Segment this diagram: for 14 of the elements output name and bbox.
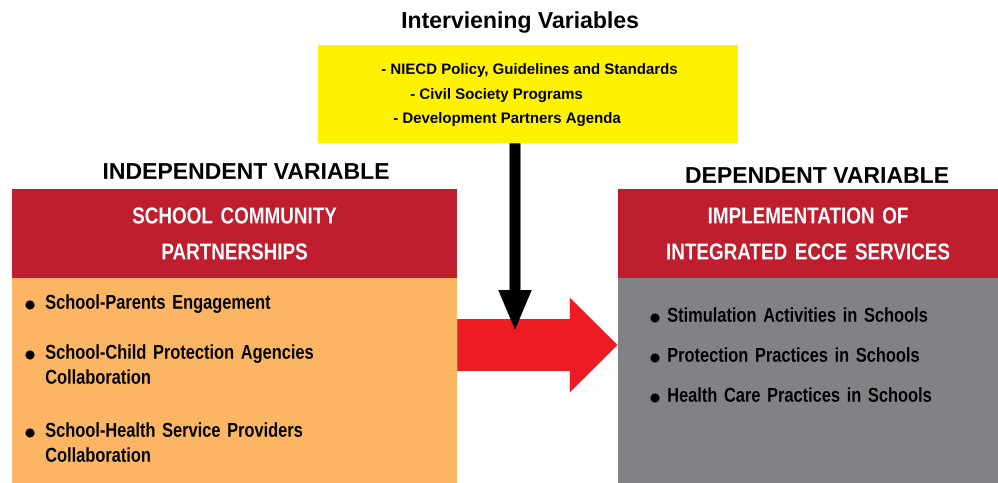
list-item: - Civil Society Programs [410, 88, 582, 102]
bullet-item: School-Child Protection Agencies Collaboration [26, 344, 313, 384]
bullet-item: Protection Practices in Schools [650, 347, 919, 362]
heading: INDEPENDENT VARIABLE [104, 163, 389, 179]
bullet-item: Stimulation Activities in Schools [650, 307, 928, 322]
heading: Interviening Variables [402, 11, 638, 33]
bullet-item: School-Parents Engagement [26, 294, 270, 313]
list-item: - Development Partners Agenda [394, 112, 621, 126]
header-band: IMPLEMENTATION OF INTEGRATED ECCE SERVICES [618, 189, 998, 278]
header-band: SCHOOL COMMUNITY PARTNERSHIPS [12, 189, 457, 278]
list-item: - NIECD Policy, Guidelines and Standards [382, 63, 678, 77]
heading: DEPENDENT VARIABLE [686, 167, 948, 183]
bullet-item: School-Health Service Providers Collaboration [26, 422, 302, 462]
bullet-item: Health Care Practices in Schools [650, 387, 932, 402]
